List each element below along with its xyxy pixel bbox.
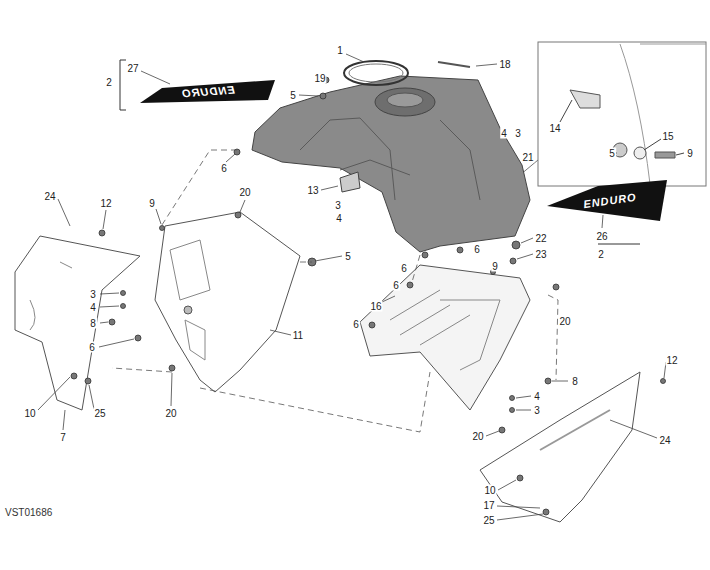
inner-panel-right	[360, 265, 530, 410]
callout-number: 18	[498, 59, 511, 70]
callout-number: 3	[514, 128, 522, 139]
callout-number: 2	[105, 77, 113, 88]
callout-number: 6	[220, 163, 228, 174]
inner-panel-left	[155, 212, 300, 392]
callout-number: 15	[661, 131, 674, 142]
callout-number: 14	[548, 123, 561, 134]
callout-number: 5	[608, 148, 616, 159]
callout-number: 21	[521, 152, 534, 163]
side-panel-left	[15, 236, 140, 410]
fuel-tank	[252, 76, 530, 252]
callout-number: 4	[89, 302, 97, 313]
callout-number: 24	[43, 191, 56, 202]
callout-number: 4	[533, 391, 541, 402]
callout-number: 6	[400, 263, 408, 274]
callout-number: 12	[99, 198, 112, 209]
filler-ring	[344, 61, 408, 85]
callout-number: 1	[336, 45, 344, 56]
callout-number: 9	[686, 148, 694, 159]
callout-number: 8	[571, 376, 579, 387]
callout-number: 20	[558, 316, 571, 327]
callout-number: 6	[473, 244, 481, 255]
callout-number: 3	[533, 405, 541, 416]
side-panel-right	[480, 372, 640, 522]
callout-number: 20	[471, 431, 484, 442]
callout-number: 13	[306, 185, 319, 196]
callout-number: 27	[126, 63, 139, 74]
callout-number: 24	[658, 435, 671, 446]
callout-number: 3	[89, 289, 97, 300]
callout-number: 3	[334, 200, 342, 211]
decal-right	[547, 180, 667, 221]
callout-number: 10	[483, 485, 496, 496]
callout-number: 2	[597, 249, 605, 260]
callout-number: 16	[369, 301, 382, 312]
callout-number: 20	[164, 408, 177, 419]
callout-number: 5	[344, 251, 352, 262]
callout-number: 11	[292, 330, 304, 341]
callout-number: 12	[665, 355, 678, 366]
drawing-code: VST01686	[5, 507, 52, 518]
callout-number: 6	[352, 319, 360, 330]
decal-left	[140, 80, 275, 103]
callout-number: 17	[482, 500, 495, 511]
callout-number: 8	[89, 318, 97, 329]
callout-number: 26	[595, 231, 608, 242]
callout-number: 7	[59, 432, 67, 443]
callout-number: 4	[500, 128, 508, 139]
callout-number: 6	[392, 280, 400, 291]
callout-number: 22	[534, 233, 547, 244]
callout-number: 20	[238, 187, 251, 198]
callout-number: 5	[289, 90, 297, 101]
callout-number: 10	[23, 408, 36, 419]
callout-number: 23	[534, 249, 547, 260]
callout-number: 25	[93, 408, 106, 419]
callout-number: 4	[335, 213, 343, 224]
callout-number: 9	[148, 198, 156, 209]
callout-number: 9	[491, 261, 499, 272]
detail-inset	[538, 42, 706, 186]
callout-number: 25	[482, 515, 495, 526]
callout-number: 6	[88, 342, 96, 353]
callout-number: 19	[313, 73, 326, 84]
